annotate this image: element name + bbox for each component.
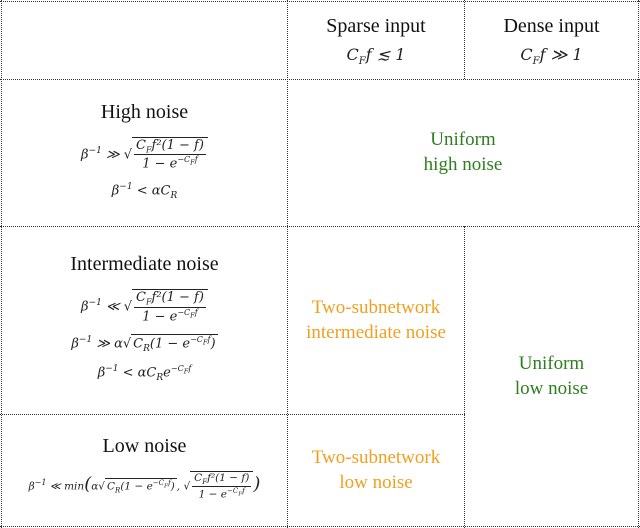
regime-uniform-low-noise: Uniform low noise [465, 227, 638, 526]
low-noise-title: Low noise [102, 435, 187, 458]
intermediate-noise-title: Intermediate noise [70, 253, 219, 276]
intermediate-noise-condition-3: β−1 < αCRe−CFf [97, 363, 192, 383]
dense-title: Dense input [503, 15, 600, 38]
regime-two-subnetwork-low: Two-subnetwork low noise [288, 415, 464, 526]
header-sparse: Sparse input CFf ≲ 1 [288, 2, 464, 79]
row-low-noise: Low noise β−1 ≪ min(α√CR(1 − e−CFf), √CF… [2, 415, 287, 526]
high-noise-condition-2: β−1 < αCR [111, 181, 178, 201]
sparse-title: Sparse input [326, 15, 426, 38]
dense-condition: CFf ≫ 1 [520, 45, 583, 68]
divider-row-1 [0, 79, 640, 80]
low-noise-condition-1: β−1 ≪ min(α√CR(1 − e−CFf), √CFf²(1 − f)1… [28, 471, 261, 501]
uniform-high-line-2: high noise [423, 154, 503, 175]
header-dense: Dense input CFf ≫ 1 [465, 2, 638, 79]
uniform-low-line-1: Uniform [518, 352, 585, 374]
uniform-low-line-2: low noise [514, 377, 589, 399]
divider-row-3 [0, 414, 465, 415]
row-high-noise: High noise β−1 ≫ √CFf²(1 − f)1 − e−CFf β… [2, 80, 287, 226]
divider-col-1 [287, 0, 288, 528]
two-low-line-2: low noise [339, 471, 413, 493]
high-noise-condition-1: β−1 ≫ √CFf²(1 − f)1 − e−CFf [81, 136, 208, 172]
intermediate-noise-condition-2: β−1 ≫ α√CR(1 − e−CFf) [71, 334, 218, 354]
border-right [638, 0, 639, 528]
divider-row-2 [0, 226, 640, 227]
border-left [1, 0, 2, 528]
high-noise-title: High noise [100, 100, 189, 123]
row-intermediate-noise: Intermediate noise β−1 ≪ √CFf²(1 − f)1 −… [2, 227, 287, 414]
intermediate-noise-condition-1: β−1 ≪ √CFf²(1 − f)1 − e−CFf [81, 289, 208, 324]
two-low-line-1: Two-subnetwork [311, 446, 441, 468]
border-bottom [0, 526, 640, 527]
sparse-condition: CFf ≲ 1 [346, 45, 406, 68]
divider-col-2-bottom [464, 226, 465, 528]
two-intermediate-line-1: Two-subnetwork [311, 296, 441, 318]
regime-uniform-high-noise: Uniform high noise [288, 80, 638, 226]
border-top [0, 1, 640, 2]
regime-two-subnetwork-intermediate: Two-subnetwork intermediate noise [288, 227, 464, 414]
two-intermediate-line-2: intermediate noise [306, 321, 446, 343]
divider-col-2-top [464, 0, 465, 79]
uniform-high-line-1: Uniform [430, 129, 496, 151]
